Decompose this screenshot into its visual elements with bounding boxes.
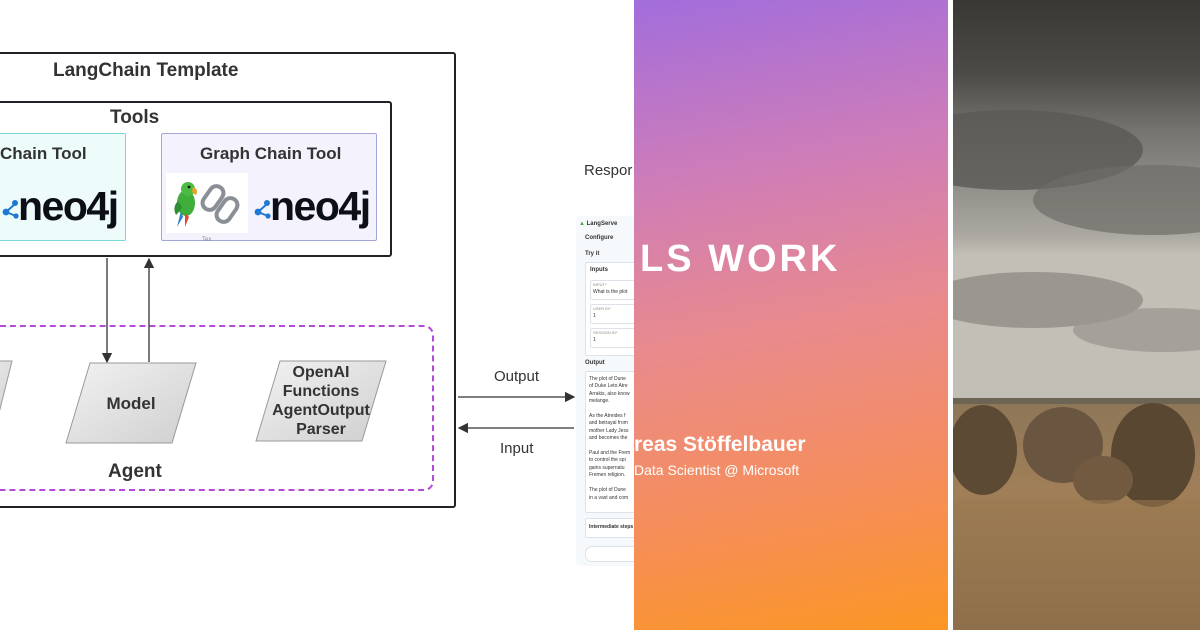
tool-caption: Tex	[202, 237, 212, 243]
model-label: Model	[106, 393, 156, 413]
parser-shape-outline	[255, 360, 387, 442]
article-cover: LS WORK reas Stöffelbauer Data Scientist…	[634, 0, 948, 630]
user-id-value: 1	[593, 313, 596, 319]
agent-title: Agent	[108, 461, 162, 482]
input-label: Input	[500, 440, 534, 457]
intermediate-steps-label: Intermediate steps	[589, 524, 634, 530]
session-id-field[interactable]	[590, 328, 634, 348]
model-shape-outline	[65, 362, 197, 444]
langserve-title: LangServe	[586, 221, 618, 227]
panel-divider	[948, 0, 953, 630]
try-it-section: Try it	[585, 251, 600, 257]
cover-title: LS WORK	[640, 238, 841, 280]
model-node: Model	[66, 363, 196, 443]
parser-label: OpenAI Functions AgentOutput Parser	[272, 364, 370, 438]
langserve-header: ▲ LangServe	[579, 221, 617, 227]
langserve-playground: ▲ LangServe Configure Try it Inputs INPU…	[576, 216, 634, 566]
chain-tool-card	[0, 133, 126, 241]
tools-frame	[0, 101, 392, 257]
tools-title: Tools	[110, 107, 160, 128]
parrot-icon: ▲	[579, 221, 585, 227]
langchain-template-frame	[0, 52, 456, 508]
input-field-value: What is the plot	[593, 289, 628, 295]
neo4j-nodes-icon	[254, 200, 271, 219]
cover-author: reas Stöffelbauer	[634, 433, 806, 456]
cover-role: Data Scientist @ Microsoft	[634, 462, 800, 478]
response-label: Respor	[584, 162, 633, 179]
inputs-heading: Inputs	[590, 267, 608, 273]
output-parser-node: OpenAI Functions AgentOutput Parser	[256, 361, 386, 441]
submit-button[interactable]	[585, 546, 634, 562]
output-card	[585, 371, 634, 513]
chain-tool-title: Chain Tool	[0, 144, 87, 163]
neo4j-logo: neo4j	[2, 183, 119, 229]
graph-chain-tool-title: Graph Chain Tool	[200, 144, 342, 163]
session-id-label: SESSION ID*	[593, 330, 618, 335]
langchain-icons	[166, 173, 248, 233]
neo4j-wordmark: neo4j	[18, 183, 119, 229]
neo4j-nodes-icon	[2, 200, 19, 219]
user-id-field[interactable]	[590, 304, 634, 324]
user-id-label: USER ID*	[593, 306, 611, 311]
neo4j-logo: neo4j	[254, 183, 371, 229]
output-heading: Output	[585, 360, 605, 366]
architecture-diagram: LangChain Template Tools Chain Tool neo4…	[0, 52, 634, 566]
template-title: LangChain Template	[53, 60, 239, 81]
input-field[interactable]	[590, 280, 634, 300]
landscape-photo	[953, 0, 1200, 630]
input-field-label: INPUT*	[593, 282, 607, 287]
parrot-and-chain-icon	[174, 182, 240, 227]
diagram-connectors	[0, 257, 576, 444]
left-shape-outline	[0, 360, 13, 412]
output-label: Output	[494, 368, 540, 385]
configure-section: Configure	[585, 235, 614, 241]
intermediate-steps-toggle[interactable]	[585, 518, 634, 538]
session-id-value: 1	[593, 337, 596, 343]
landscape-image	[953, 0, 1200, 630]
neo4j-wordmark: neo4j	[270, 183, 371, 229]
agent-frame	[0, 325, 434, 491]
